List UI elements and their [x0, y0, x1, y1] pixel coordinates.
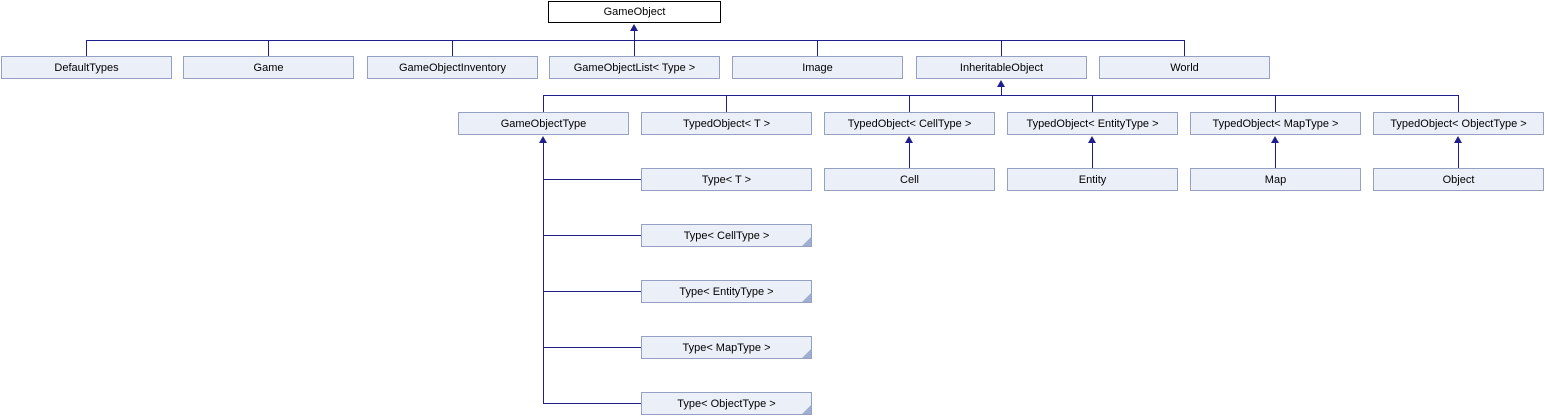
inheritance-arrow-icon — [1088, 136, 1096, 143]
class-node-label: GameObjectInventory — [399, 61, 506, 74]
edge-line — [1275, 143, 1276, 168]
edge-line — [909, 143, 910, 168]
class-node-typedobject-t[interactable]: TypedObject< T > — [641, 112, 812, 135]
edge-line — [1184, 40, 1185, 56]
class-node-label: Map — [1264, 173, 1287, 186]
edge-line — [86, 40, 87, 56]
class-node-label: DefaultTypes — [54, 61, 119, 74]
edge-line — [86, 40, 1185, 41]
class-node-world[interactable]: World — [1099, 56, 1270, 79]
edge-line — [1092, 95, 1093, 112]
class-node-label: GameObject — [603, 6, 666, 18]
edge-line — [543, 291, 641, 292]
class-node-cell[interactable]: Cell — [824, 168, 995, 191]
edge-line — [634, 40, 635, 56]
edge-line — [452, 40, 453, 56]
class-node-label: Type< CellType > — [683, 229, 770, 242]
class-node-gameobjectlist-type[interactable]: GameObjectList< Type > — [549, 56, 720, 79]
inheritance-arrow-icon — [630, 24, 638, 31]
class-node-type-maptype[interactable]: Type< MapType > — [641, 336, 812, 359]
class-node-label: World — [1170, 61, 1199, 74]
truncated-corner-icon — [802, 293, 811, 302]
class-node-map[interactable]: Map — [1190, 168, 1361, 191]
class-node-label: Game — [253, 61, 284, 74]
edge-line — [1458, 143, 1459, 168]
class-node-label: TypedObject< ObjectType > — [1390, 117, 1527, 130]
class-node-image[interactable]: Image — [732, 56, 903, 79]
edge-line — [817, 40, 818, 56]
inheritance-arrow-icon — [1454, 136, 1462, 143]
class-node-label: Type< ObjectType > — [677, 397, 776, 410]
class-node-inheritableobject[interactable]: InheritableObject — [916, 56, 1087, 79]
class-node-type-objecttype[interactable]: Type< ObjectType > — [641, 392, 812, 415]
edge-line — [1458, 95, 1459, 112]
edge-line — [543, 403, 641, 404]
class-node-entity[interactable]: Entity — [1007, 168, 1178, 191]
class-node-label: Object — [1442, 173, 1475, 186]
class-node-label: GameObjectType — [500, 117, 587, 130]
class-node-label: TypedObject< T > — [682, 117, 771, 130]
edge-line — [268, 40, 269, 56]
truncated-corner-icon — [802, 349, 811, 358]
class-node-defaulttypes[interactable]: DefaultTypes — [1, 56, 172, 79]
inheritance-arrow-icon — [1271, 136, 1279, 143]
class-node-label: TypedObject< MapType > — [1212, 117, 1339, 130]
class-node-game[interactable]: Game — [183, 56, 354, 79]
class-node-label: GameObjectList< Type > — [573, 61, 696, 74]
edge-line — [543, 179, 641, 180]
class-node-label: InheritableObject — [959, 61, 1044, 74]
class-node-type-celltype[interactable]: Type< CellType > — [641, 224, 812, 247]
edge-line — [1001, 40, 1002, 56]
edge-line — [1275, 95, 1276, 112]
class-node-label: Image — [802, 61, 833, 74]
class-node-label: Type< MapType > — [682, 341, 771, 354]
class-node-label: Entity — [1078, 173, 1107, 186]
truncated-corner-icon — [802, 237, 811, 246]
class-node-label: TypedObject< EntityType > — [1026, 117, 1159, 130]
class-node-typedobject-objecttype[interactable]: TypedObject< ObjectType > — [1373, 112, 1544, 135]
edge-line — [909, 95, 910, 112]
edge-line — [543, 143, 544, 404]
edge-line — [1092, 143, 1093, 168]
inheritance-arrow-icon — [905, 136, 913, 143]
class-node-label: Type< T > — [701, 173, 752, 186]
class-node-label: TypedObject< CellType > — [847, 117, 972, 130]
edge-line — [543, 95, 1459, 96]
class-node-typedobject-maptype[interactable]: TypedObject< MapType > — [1190, 112, 1361, 135]
class-node-typedobject-entitytype[interactable]: TypedObject< EntityType > — [1007, 112, 1178, 135]
class-node-label: Cell — [900, 173, 919, 186]
edge-line — [543, 347, 641, 348]
class-node-gameobjecttype[interactable]: GameObjectType — [458, 112, 629, 135]
inheritance-arrow-icon — [539, 136, 547, 143]
edge-line — [1001, 87, 1002, 95]
class-node-object[interactable]: Object — [1373, 168, 1544, 191]
truncated-corner-icon — [802, 405, 811, 414]
edge-line — [543, 95, 544, 112]
class-node-label: Type< EntityType > — [679, 285, 774, 298]
edge-line — [726, 95, 727, 112]
edge-line — [634, 31, 635, 40]
class-node-type-entitytype[interactable]: Type< EntityType > — [641, 280, 812, 303]
class-node-typedobject-celltype[interactable]: TypedObject< CellType > — [824, 112, 995, 135]
class-node-gameobject: GameObject — [548, 1, 721, 23]
class-node-gameobjectinventory[interactable]: GameObjectInventory — [367, 56, 538, 79]
inheritance-arrow-icon — [997, 80, 1005, 87]
class-node-type-t[interactable]: Type< T > — [641, 168, 812, 191]
edge-line — [543, 235, 641, 236]
